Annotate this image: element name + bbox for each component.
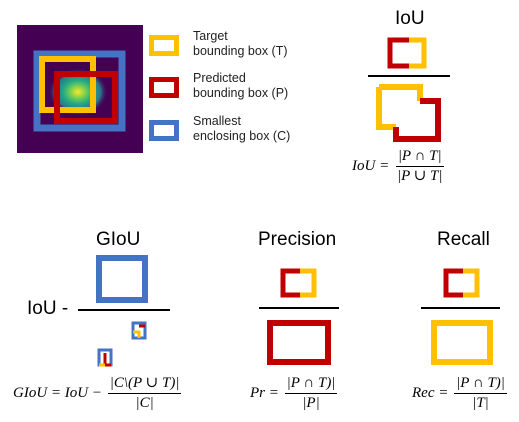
legend-swatch-enclosing xyxy=(149,120,179,141)
iou-intersection-icon xyxy=(387,37,427,69)
legend-item-target: Target bounding box (T) xyxy=(193,29,288,58)
giou-title: GIoU xyxy=(96,229,141,250)
iou-fraction-bar xyxy=(368,75,450,77)
recall-title: Recall xyxy=(437,229,490,250)
giou-enclosing-box-icon xyxy=(96,255,148,303)
enclosing-box-c xyxy=(33,50,126,132)
precision-predicted-box-icon xyxy=(267,320,331,365)
precision-title: Precision xyxy=(258,229,337,250)
iou-formula: IoU = |P ∩ T| |P ∪ T| xyxy=(352,148,444,184)
recall-intersection-icon xyxy=(443,268,480,298)
recall-fraction-bar xyxy=(421,307,500,309)
predicted-box-p xyxy=(54,71,118,124)
legend-swatch-predicted xyxy=(149,77,179,98)
giou-prefix: IoU - xyxy=(27,298,69,319)
recall-formula: Rec = |P ∩ T)| |T| xyxy=(412,375,507,411)
giou-small-region-icon-2 xyxy=(97,348,113,367)
giou-formula: GIoU = IoU − |C\(P ∪ T)| |C| xyxy=(13,375,182,411)
legend-swatch-target xyxy=(149,35,179,56)
target-box-t xyxy=(39,56,96,113)
bounding-box-illustration xyxy=(17,25,143,153)
precision-formula: Pr = |P ∩ T)| |P| xyxy=(250,375,338,411)
heatmap-image xyxy=(17,25,143,153)
precision-intersection-icon xyxy=(280,268,317,298)
giou-fraction-bar xyxy=(78,309,170,311)
giou-small-region-icon-1 xyxy=(131,321,147,340)
legend-item-enclosing: Smallest enclosing box (C) xyxy=(193,114,291,143)
precision-fraction-bar xyxy=(259,307,339,309)
legend-item-predicted: Predicted bounding box (P) xyxy=(193,71,289,100)
iou-title: IoU xyxy=(395,8,425,29)
iou-union-icon xyxy=(376,84,441,142)
recall-target-box-icon xyxy=(431,320,493,365)
